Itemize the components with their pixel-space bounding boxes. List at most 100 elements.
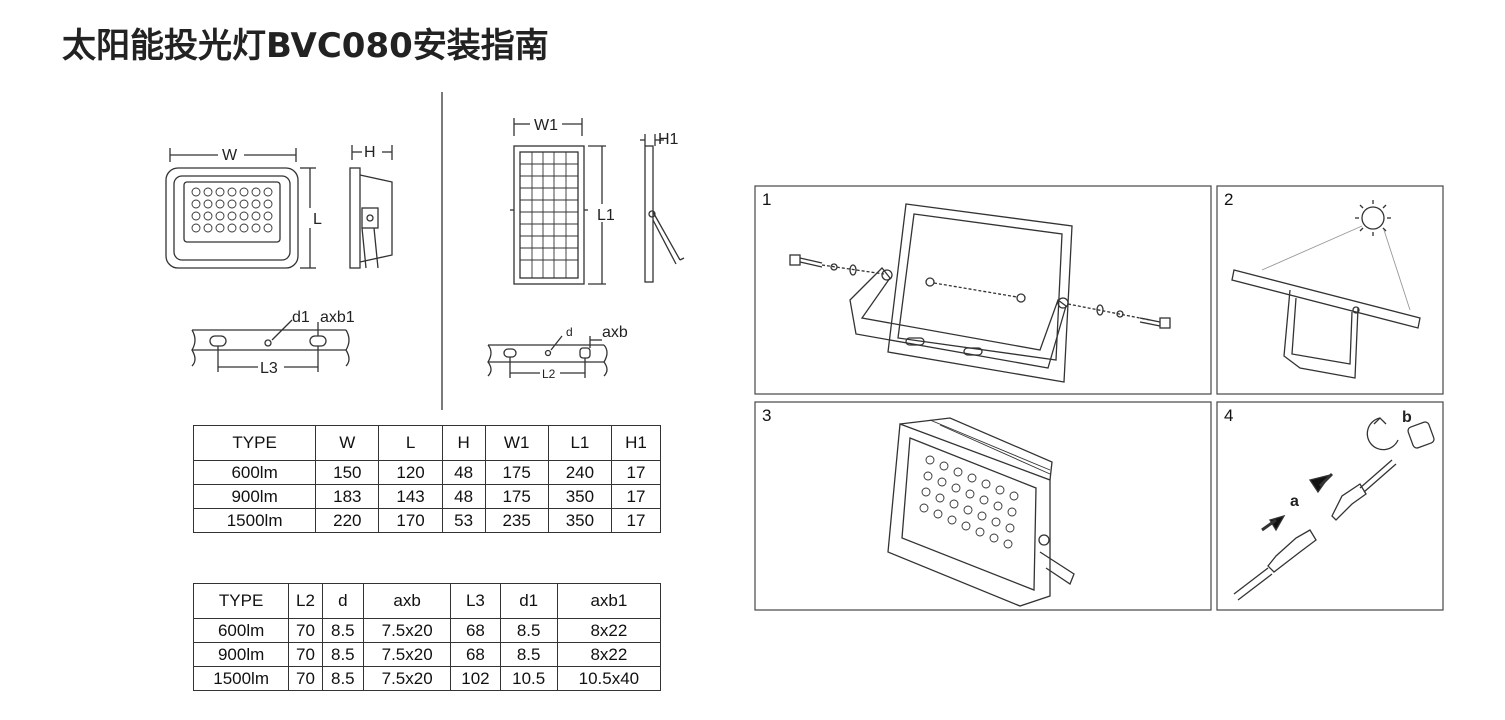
table-row: 1500lm 70 8.5 7.5x20 102 10.5 10.5x40 bbox=[192, 666, 662, 691]
step4-frame bbox=[1216, 401, 1444, 611]
table-cell: 17 bbox=[611, 508, 661, 533]
table-cell: 70 bbox=[288, 666, 323, 691]
table-cell: 600lm bbox=[192, 618, 290, 643]
table-cell: 17 bbox=[611, 484, 661, 509]
table-header-cell: L2 bbox=[288, 583, 323, 619]
step1-frame bbox=[754, 185, 1212, 395]
table-row: 1500lm 220 170 53 235 350 17 bbox=[192, 508, 661, 533]
table-header-cell: TYPE bbox=[192, 583, 290, 619]
table-cell: 48 bbox=[441, 484, 486, 509]
page-title: 太阳能投光灯BVC080安装指南 bbox=[62, 26, 549, 66]
table-cell: 183 bbox=[315, 484, 380, 509]
table-cell: 120 bbox=[378, 460, 443, 485]
table-cell: 70 bbox=[288, 618, 323, 643]
solar-panel-front bbox=[510, 118, 606, 285]
table-cell: 220 bbox=[315, 508, 380, 533]
label-h: H bbox=[364, 144, 376, 161]
table-cell: 70 bbox=[288, 642, 323, 667]
table-cell: 235 bbox=[484, 508, 549, 533]
table-row: 600lm 70 8.5 7.5x20 68 8.5 8x22 bbox=[192, 618, 662, 643]
connector-b-label: b bbox=[1402, 409, 1412, 426]
label-l3: L3 bbox=[260, 360, 278, 377]
step3-number: 3 bbox=[762, 406, 772, 425]
table-cell: 68 bbox=[450, 642, 501, 667]
table-cell: 900lm bbox=[192, 484, 317, 509]
label-d: d bbox=[566, 325, 573, 339]
fixture-side-view bbox=[349, 145, 393, 269]
connector-a-label: a bbox=[1290, 493, 1299, 510]
fixture-front-view bbox=[165, 148, 316, 269]
table-header-cell: axb1 bbox=[556, 583, 662, 619]
table-row: 900lm 70 8.5 7.5x20 68 8.5 8x22 bbox=[192, 642, 662, 667]
table-cell: 53 bbox=[441, 508, 486, 533]
label-h1: H1 bbox=[658, 131, 679, 148]
step3-illustration bbox=[887, 417, 1075, 607]
table-cell: 150 bbox=[315, 460, 380, 485]
table-header-cell: L bbox=[378, 425, 443, 461]
solar-panel-side bbox=[640, 134, 685, 283]
table-cell: 240 bbox=[547, 460, 613, 485]
table-cell: 7.5x20 bbox=[362, 666, 452, 691]
label-axb: axb bbox=[602, 324, 628, 341]
table-cell: 175 bbox=[484, 484, 549, 509]
table-cell: 8.5 bbox=[321, 618, 364, 643]
table-header-cell: W1 bbox=[484, 425, 549, 461]
table-row: 900lm 183 143 48 175 350 17 bbox=[192, 484, 661, 509]
spec-table-2: TYPE L2 d axb L3 d1 axb1 600lm 70 8.5 7.… bbox=[192, 583, 662, 691]
sun-icon bbox=[1361, 206, 1385, 230]
table-cell: 8.5 bbox=[499, 642, 558, 667]
step1-number: 1 bbox=[762, 190, 772, 209]
mounting-slot-l3 bbox=[191, 319, 350, 372]
step2-frame bbox=[1216, 185, 1444, 395]
label-w1: W1 bbox=[534, 117, 558, 134]
table-header-cell: H1 bbox=[611, 425, 661, 461]
step2-illustration bbox=[1231, 200, 1421, 379]
step3-frame bbox=[754, 401, 1212, 611]
table-cell: 600lm bbox=[192, 460, 317, 485]
table-header-cell: H bbox=[441, 425, 486, 461]
label-d1: d1 bbox=[292, 309, 310, 326]
table-cell: 10.5 bbox=[499, 666, 558, 691]
label-l: L bbox=[313, 211, 322, 228]
label-w: W bbox=[222, 147, 238, 164]
table-cell: 7.5x20 bbox=[362, 642, 452, 667]
table-cell: 1500lm bbox=[192, 508, 317, 533]
table-cell: 48 bbox=[441, 460, 486, 485]
table-cell: 143 bbox=[378, 484, 443, 509]
table-cell: 175 bbox=[484, 460, 549, 485]
table-header-cell: L3 bbox=[450, 583, 501, 619]
spec-table-1: TYPE W L H W1 L1 H1 600lm 150 120 48 175… bbox=[192, 425, 661, 533]
table-header-cell: d bbox=[321, 583, 364, 619]
table-header-cell: L1 bbox=[547, 425, 613, 461]
table-cell: 68 bbox=[450, 618, 501, 643]
table-cell: 8x22 bbox=[556, 618, 662, 643]
table-cell: 10.5x40 bbox=[556, 666, 662, 691]
step1-illustration bbox=[789, 203, 1171, 383]
table-header-cell: axb bbox=[362, 583, 452, 619]
table-cell: 17 bbox=[611, 460, 661, 485]
table-cell: 8.5 bbox=[499, 618, 558, 643]
table-header-row: TYPE L2 d axb L3 d1 axb1 bbox=[192, 583, 662, 619]
table-cell: 170 bbox=[378, 508, 443, 533]
table-cell: 7.5x20 bbox=[362, 618, 452, 643]
table-cell: 350 bbox=[547, 508, 613, 533]
step4-illustration bbox=[1233, 417, 1435, 601]
table-header-cell: d1 bbox=[499, 583, 558, 619]
label-l2: L2 bbox=[542, 367, 556, 381]
mounting-slot-l2 bbox=[487, 335, 608, 378]
table-cell: 8x22 bbox=[556, 642, 662, 667]
table-cell: 350 bbox=[547, 484, 613, 509]
step2-number: 2 bbox=[1224, 190, 1234, 209]
table-row: 600lm 150 120 48 175 240 17 bbox=[192, 460, 661, 485]
table-header-cell: TYPE bbox=[192, 425, 317, 461]
table-cell: 900lm bbox=[192, 642, 290, 667]
label-axb1: axb1 bbox=[320, 309, 355, 326]
table-header-row: TYPE W L H W1 L1 H1 bbox=[192, 425, 661, 461]
label-l1: L1 bbox=[597, 207, 615, 224]
table-cell: 102 bbox=[450, 666, 501, 691]
step4-number: 4 bbox=[1224, 406, 1234, 425]
table-header-cell: W bbox=[315, 425, 380, 461]
table-cell: 8.5 bbox=[321, 642, 364, 667]
table-cell: 1500lm bbox=[192, 666, 290, 691]
